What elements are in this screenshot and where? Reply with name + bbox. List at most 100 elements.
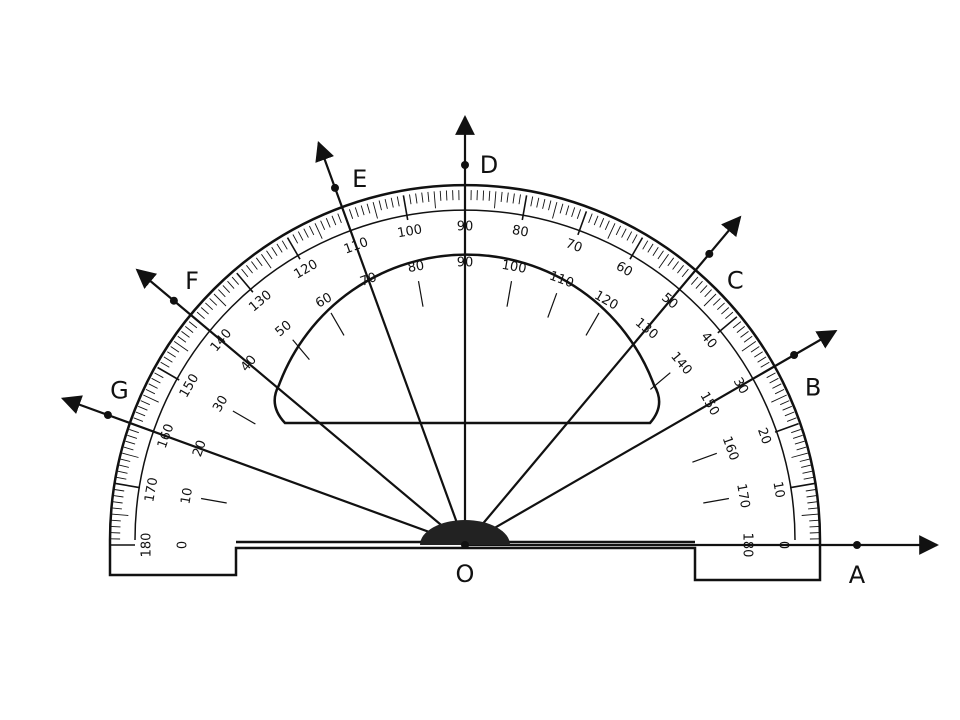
scale-tick [681,268,689,278]
scale-tick [725,311,734,320]
scale-tick [110,525,121,528]
scale-tick [799,458,810,462]
scale-tick [717,316,738,334]
scale-tick [621,228,627,238]
scale-tick [657,250,664,260]
scale-tick [297,231,304,241]
scale-tick [133,417,144,422]
scale-tick [712,298,721,306]
ray-e [315,140,467,546]
scale-tick [530,196,534,207]
scale-tick [120,458,131,462]
point-b [790,351,799,359]
scale-tick [409,194,412,205]
scale-tick [805,489,816,492]
scale-tick [396,196,400,207]
scale-tick [115,482,141,489]
scale-tick [236,272,254,293]
scale-tick [231,276,240,285]
scale-tick [565,205,570,216]
scale-tick [118,464,129,468]
scale-tick [433,191,436,209]
outer-scale-number: 20 [754,426,774,447]
ray-c [464,215,742,546]
outer-scale-number: 70 [563,236,584,256]
scale-tick [261,253,272,269]
scale-tick [571,207,576,218]
outer-scale-number: 100 [396,222,423,241]
scale-tick [185,326,194,333]
inner-scale-number: 100 [500,258,527,277]
point-a [853,541,861,549]
scale-tick [320,220,326,230]
scale-tick [314,223,323,239]
scale-tick [415,193,418,204]
scale-tick [209,298,218,306]
scale-tick [559,203,564,214]
scale-tick [736,326,745,333]
scale-tick [629,237,644,260]
scale-tick [521,195,528,221]
scale-tick [482,190,485,201]
scale-tick [366,203,371,214]
scale-tick [732,321,742,329]
scale-tick [222,285,231,294]
scale-tick [791,452,809,458]
scale-tick [757,356,767,363]
scale-tick [421,192,424,203]
scale-tick [500,191,503,202]
scale-tick [808,507,819,510]
ray-b [464,330,838,546]
scale-tick [286,237,301,260]
scale-tick [255,257,263,267]
scale-tick [774,388,785,395]
scale-tick [384,198,388,209]
point-e [331,183,339,192]
scale-tick [200,307,209,315]
center-point-o [461,541,469,549]
scale-tick [789,482,815,489]
inner-scale-tick [585,312,600,336]
scale-tick [772,383,782,389]
scale-tick [111,507,122,510]
scale-tick [743,335,753,343]
scale-tick [721,307,730,315]
scale-tick [536,197,540,208]
scale-tick [173,341,189,352]
point-f [169,296,178,305]
scale-tick [331,215,337,226]
scale-tick [378,200,382,211]
scale-tick [780,400,790,406]
scale-tick [801,513,819,516]
scale-tick [218,289,226,298]
scale-tick [148,383,158,389]
scale-tick [188,321,198,329]
scale-tick [325,218,331,228]
scale-tick [794,440,805,445]
inner-scale-tick [417,280,424,307]
scale-tick [703,293,717,307]
scale-tick [494,191,497,209]
scale-tick [577,211,588,236]
scale-tick [114,489,125,492]
scale-tick [445,190,448,201]
outer-scale-number: 10 [769,480,787,499]
scale-tick [667,257,675,267]
inner-scale-tick [547,292,558,318]
inner-scale-number: 60 [313,290,335,311]
scale-tick [246,265,253,274]
inner-scale-number: 80 [407,258,426,276]
scale-tick [548,200,552,211]
inner-scale-tick [703,497,730,504]
scale-tick [791,428,801,434]
inner-scale-tick [200,497,227,504]
ray-label-e: E [352,165,367,193]
scale-tick [750,346,760,353]
scale-tick [116,476,127,480]
scale-tick [588,213,593,224]
scale-tick [140,400,150,406]
scale-tick [599,218,605,228]
